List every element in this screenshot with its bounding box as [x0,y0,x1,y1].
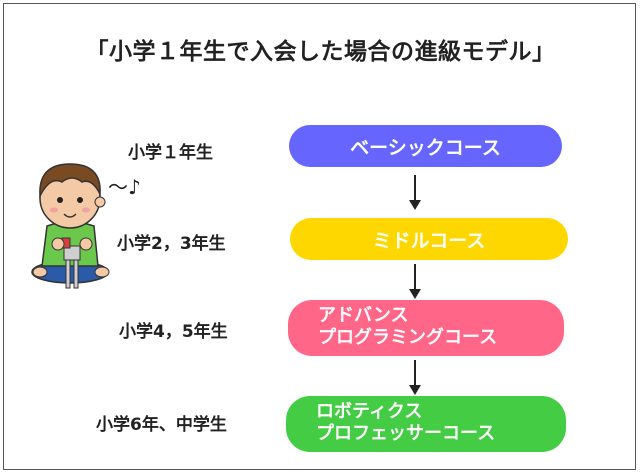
course-pill-basic: ベーシックコース [289,125,562,167]
child-illustration: ～♪ [31,163,141,289]
course-pill-advance: アドバンス プログラミングコース [288,300,564,356]
course-label-robotics-line1: ロボティクス [316,401,423,422]
course-pill-middle: ミドルコース [290,218,568,260]
down-arrow-icon [409,360,421,395]
course-label-advance-line1: アドバンス [318,305,409,326]
grade-label-4: 小学6年、中学生 [96,415,227,435]
diagram-title: 「小学１年生で入会した場合の進級モデル」 [85,39,556,65]
grade-label-1: 小学１年生 [128,143,213,163]
grade-label-2: 小学2，3年生 [117,234,226,254]
course-pill-robotics: ロボティクス プロフェッサーコース [286,396,566,452]
course-label-advance-line2: プログラミングコース [318,327,498,348]
down-arrow-icon [409,175,421,210]
down-arrow-icon [409,264,421,299]
course-label-middle: ミドルコース [372,229,486,252]
hum-text: ～♪ [108,175,141,199]
course-label-basic: ベーシックコース [350,136,501,159]
grade-label-3: 小学4，5年生 [119,322,228,342]
course-label-robotics-line2: プロフェッサーコース [316,423,496,444]
